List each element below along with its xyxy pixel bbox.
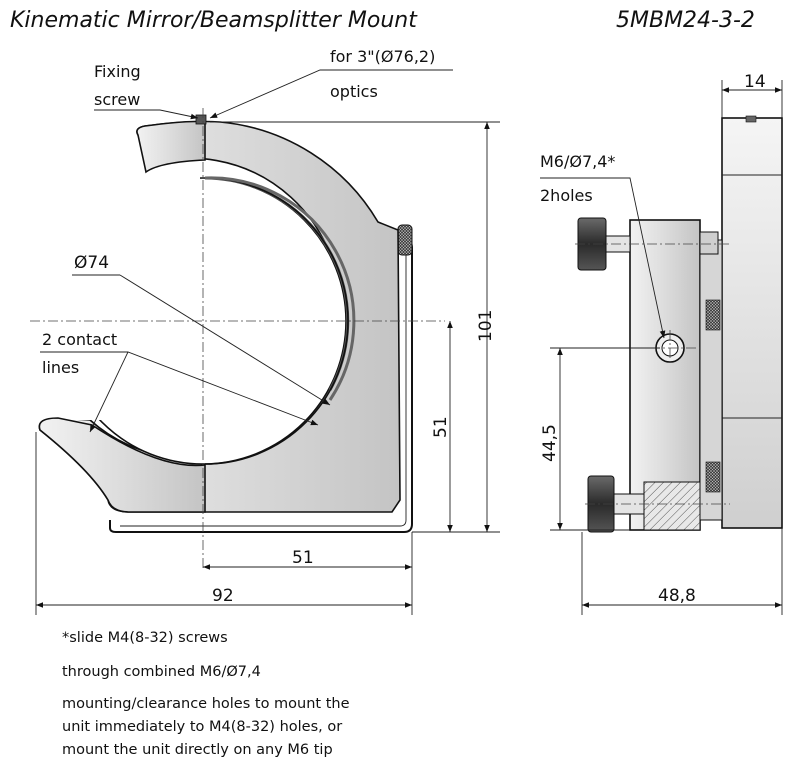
dim-width-51: 51	[292, 548, 314, 568]
diameter-line	[119, 274, 331, 406]
label-holes: 2holes	[540, 186, 593, 205]
optics-leader	[209, 69, 453, 119]
lower-arm	[38, 417, 206, 513]
spring-lower	[705, 461, 721, 493]
dim-height-total: 101	[476, 310, 496, 342]
mirror-cell	[721, 117, 783, 529]
dim-width-92: 92	[212, 586, 234, 606]
front-dimensions	[35, 121, 500, 615]
label-screw: screw	[94, 90, 140, 109]
spring-upper	[705, 299, 721, 331]
footnote-line: mounting/clearance holes to mount the	[62, 696, 350, 712]
label-holes-size: M6/Ø7,4*	[540, 152, 615, 171]
front-view	[30, 108, 445, 570]
footnote-line: unit immediately to M4(8-32) holes, or	[62, 719, 342, 735]
upper-adjuster-tip	[699, 231, 719, 255]
label-lines: lines	[42, 358, 79, 377]
footnote-line: through combined M6/Ø7,4	[62, 664, 261, 680]
side-fixing-screw	[745, 115, 757, 123]
footnote-line: *slide M4(8-32) screws	[62, 630, 228, 646]
model-number: 5MBM24-3-2	[616, 8, 755, 33]
footnote: *slide M4(8-32) screws through combined …	[62, 630, 350, 758]
side-view	[560, 115, 783, 533]
dim-height-44-5: 44,5	[540, 424, 560, 462]
label-fixing: Fixing	[94, 62, 141, 81]
label-diameter: Ø74	[74, 253, 109, 273]
dim-depth-14: 14	[744, 72, 766, 92]
footnote-line: mount the unit directly on any M6 tip	[62, 742, 333, 758]
dim-height-51: 51	[431, 416, 451, 438]
fixing-screw	[195, 114, 207, 125]
drawing-title: Kinematic Mirror/Beamsplitter Mount	[10, 8, 418, 33]
contact-leader-2	[89, 351, 129, 433]
label-optics-size: for 3"(Ø76,2)	[330, 47, 435, 66]
side-dimensions	[550, 80, 783, 615]
lower-section-hatch	[643, 481, 701, 531]
dim-depth-48-8: 48,8	[658, 586, 696, 606]
label-optics: optics	[330, 82, 378, 101]
fixing-leader	[94, 109, 199, 120]
corner-adjuster	[397, 224, 413, 256]
label-contact: 2 contact	[42, 330, 117, 349]
upper-arm	[136, 120, 206, 174]
holes-leader	[540, 177, 666, 339]
side-body	[629, 219, 701, 531]
